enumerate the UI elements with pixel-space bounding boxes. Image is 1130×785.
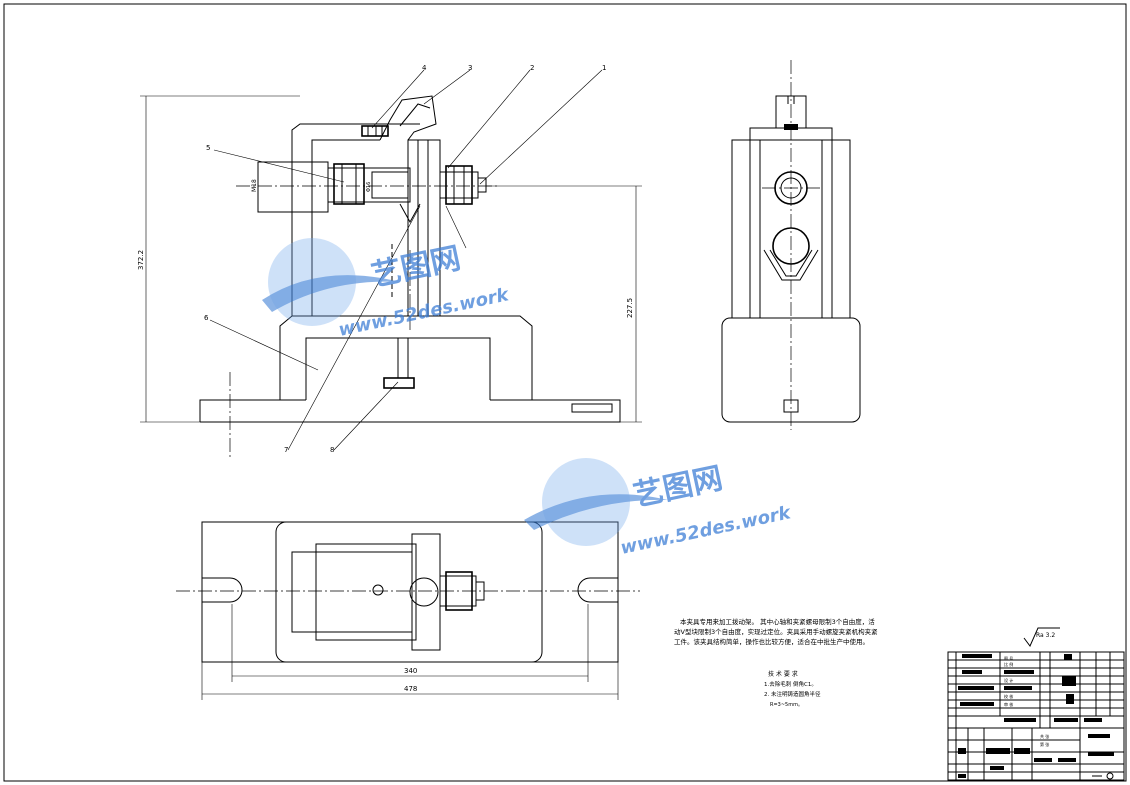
tech-req-item-1: 1.去除毛刺 倒角C1。 (764, 680, 817, 688)
watermark-2: 艺图网 www.52des.work (524, 458, 793, 559)
title-label-4: 审 核 (1004, 701, 1013, 707)
description-line-2: 动V型块限制3个自由度，实现过定位。夹具采用手动螺旋夹紧机构夹紧 (674, 627, 878, 636)
watermark-brand-1: 艺图网 (368, 241, 463, 294)
watermark-1: 艺图网 www.52des.work (262, 238, 511, 341)
title-block (947, 651, 1125, 781)
description-line-1: 本夹具专用来加工拨动架。 其中心轴和夹紧螺母限制3个自由度，活 (680, 617, 875, 626)
tech-req-title: 技 术 要 求 (768, 670, 798, 678)
part-label-3: 3 (468, 64, 472, 72)
watermark-brand-2: 艺图网 (630, 461, 725, 514)
description-line-3: 工件。该夹具结构简单，操作也比较方便，适合在中批生产中使用。 (674, 637, 869, 646)
part-number-labels: 1 2 3 4 5 6 7 8 (204, 64, 606, 454)
dim-inner-length: 340 (404, 667, 417, 675)
top-view (176, 521, 640, 700)
sheet-border (3, 3, 1127, 782)
title-label-1: 比 例 (1004, 661, 1013, 667)
side-view (721, 60, 861, 430)
front-view (140, 69, 642, 458)
part-label-8: 8 (330, 446, 334, 454)
dim-thread: M18 (251, 179, 258, 192)
dim-small: Φ16 (366, 182, 372, 192)
part-label-6: 6 (204, 314, 209, 322)
part-label-7: 7 (284, 446, 288, 454)
roughness-symbol: Ra 3.2 (1023, 627, 1060, 647)
title-label-5: 共 张 (1040, 733, 1049, 739)
title-label-3: 校 核 (1004, 693, 1013, 699)
dim-center-height: 227.5 (626, 298, 634, 318)
roughness-value: Ra 3.2 (1036, 632, 1055, 639)
tech-req-item-3: R=3~5mm。 (770, 702, 803, 708)
part-label-4: 4 (422, 64, 427, 72)
part-label-5: 5 (206, 144, 210, 152)
part-label-2: 2 (530, 64, 534, 72)
watermark-url-1: www.52des.work (337, 284, 512, 341)
part-label-1: 1 (602, 64, 606, 72)
title-label-0: 图 号 (1004, 655, 1013, 661)
dim-overall-length: 478 (404, 685, 417, 693)
title-label-6: 第 张 (1040, 741, 1049, 747)
dim-overall-height: 372.2 (137, 250, 145, 270)
tech-req-item-2: 2. 未注明铸造圆角半径 (764, 690, 821, 698)
title-label-2: 设 计 (1004, 677, 1013, 683)
